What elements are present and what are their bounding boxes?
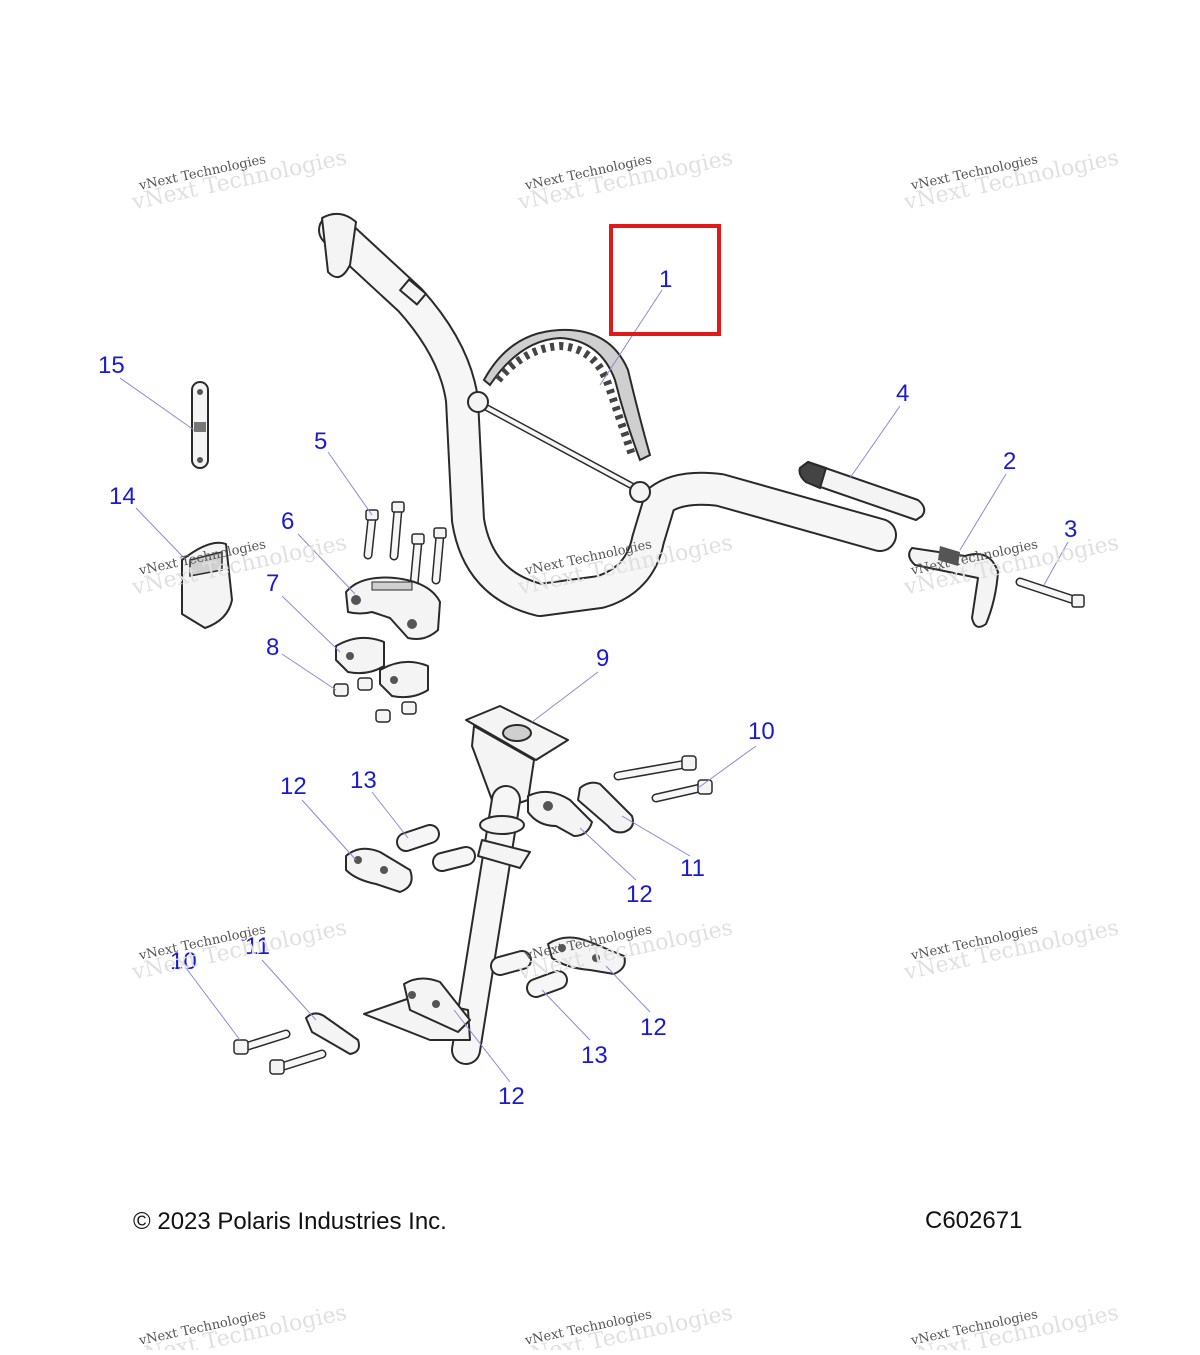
- callout-1-highlight-box: [609, 224, 721, 336]
- throttle: [908, 546, 999, 628]
- cover: [181, 541, 233, 629]
- throttle-bolt: [1015, 577, 1085, 608]
- callout-1[interactable]: 1: [659, 266, 672, 293]
- callout-14[interactable]: 14: [109, 483, 136, 510]
- callout-11-lower[interactable]: 11: [245, 933, 270, 960]
- callout-10[interactable]: 10: [748, 718, 775, 745]
- callout-13-lower[interactable]: 13: [581, 1042, 608, 1069]
- callout-5[interactable]: 5: [314, 428, 327, 455]
- callout-7[interactable]: 7: [266, 570, 279, 597]
- callouts: 1 2 3 4 5 6 7 8 9 10 11 12 13 14 15 10 1…: [98, 266, 1077, 1110]
- callout-4[interactable]: 4: [896, 380, 909, 407]
- copyright-text: © 2023 Polaris Industries Inc.: [133, 1208, 447, 1235]
- callout-12-lower-right[interactable]: 12: [640, 1014, 667, 1041]
- left-mid-clamp: [345, 824, 476, 893]
- callout-12-left[interactable]: 12: [280, 773, 307, 800]
- grip: [798, 460, 926, 521]
- callout-12-bottom[interactable]: 12: [498, 1083, 525, 1110]
- callout-12[interactable]: 12: [626, 881, 653, 908]
- callout-8[interactable]: 8: [266, 634, 279, 661]
- strap: [191, 381, 209, 469]
- callout-13[interactable]: 13: [350, 767, 377, 794]
- upper-clamp: [345, 576, 441, 640]
- lower-right-clamp: [490, 936, 626, 998]
- diagram-code: C602671: [925, 1207, 1023, 1234]
- nuts: [333, 677, 417, 723]
- callout-9[interactable]: 9: [596, 645, 609, 672]
- callout-10-lower[interactable]: 10: [170, 948, 197, 975]
- lower-left-fasteners: [233, 1012, 360, 1075]
- callout-11[interactable]: 11: [680, 855, 705, 882]
- callout-15[interactable]: 15: [98, 352, 125, 379]
- callout-6[interactable]: 6: [281, 508, 294, 535]
- handlebar: [318, 212, 897, 617]
- callout-3[interactable]: 3: [1064, 516, 1077, 543]
- steering-post: [363, 705, 569, 1065]
- leader-lines: [119, 289, 1069, 1083]
- lower-clamps: [335, 636, 429, 699]
- callout-2[interactable]: 2: [1003, 448, 1016, 475]
- clamp-bolts: [363, 501, 447, 590]
- upper-right-fasteners: [527, 755, 713, 837]
